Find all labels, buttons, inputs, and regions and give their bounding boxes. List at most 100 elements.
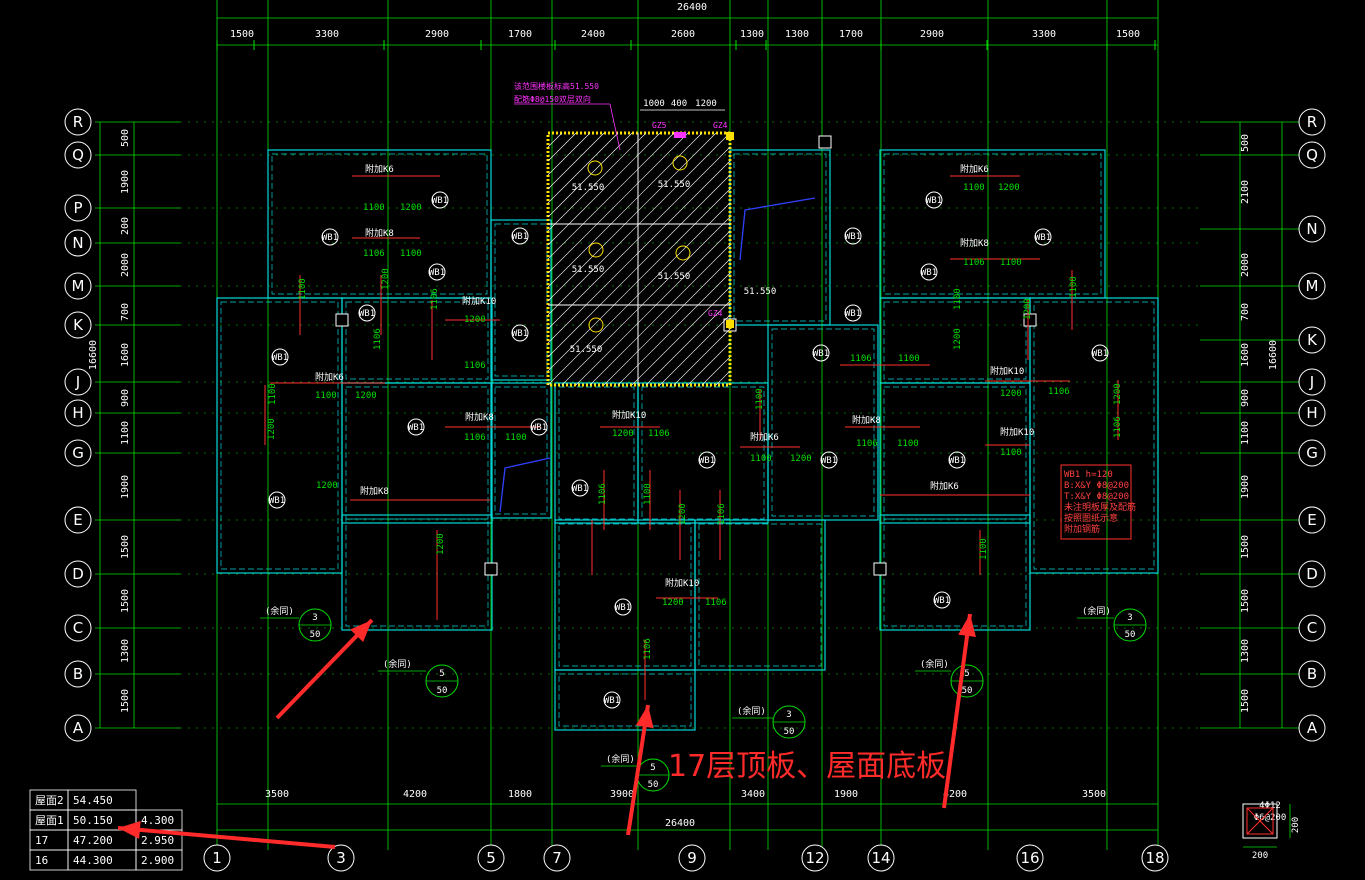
- hatch-line: [589, 244, 731, 386]
- rebar-spec: 附加K8: [960, 237, 989, 249]
- detail-ref-sheet: 50: [437, 686, 448, 696]
- rebar-length: 1200: [400, 203, 422, 213]
- slab-tag: WB1: [512, 232, 528, 242]
- slab-tag: WB1: [531, 423, 547, 433]
- hatch-line: [687, 342, 731, 386]
- rebar-length-vertical: 1200: [953, 328, 963, 350]
- rebar-spec: 附加K8: [365, 227, 394, 239]
- arrow-shaft: [275, 618, 374, 720]
- slab-tag: WB1: [572, 484, 588, 494]
- slab-tag-circle: [812, 344, 830, 362]
- slab-tag: WB1: [269, 496, 285, 506]
- bottom-axis-circle: [867, 844, 895, 872]
- rebar-spec: 附加K6: [960, 163, 989, 175]
- bottom-axis-label: 18: [1145, 849, 1164, 867]
- bottom-dim-value: 4200: [403, 789, 427, 800]
- left-axis-label: K: [73, 316, 84, 334]
- left-dim-value: 1900: [120, 170, 131, 194]
- rebar-length: 1200: [316, 481, 338, 491]
- hatch-zone-marker: [588, 242, 604, 258]
- hatch-line: [547, 174, 731, 358]
- rebar-length-vertical: 1200: [1023, 298, 1033, 320]
- right-axis-circle: [1298, 660, 1326, 688]
- rebar-length-vertical: 1100: [643, 483, 653, 505]
- rebar-length: 1106: [648, 429, 670, 439]
- room-se: [879, 514, 1031, 631]
- detail-ref-sheet: 50: [310, 630, 321, 640]
- left-axis-circle: [64, 108, 92, 136]
- top-note-line1: 该范围楼板标高51.550: [514, 81, 599, 91]
- left-total-dim: 16600: [88, 340, 99, 370]
- hatch-line: [715, 370, 731, 386]
- bottom-dim-value: 1900: [834, 789, 858, 800]
- room-e-mid-inner: [771, 328, 875, 517]
- top-dim-value: 1300: [785, 29, 809, 40]
- slab-tag-circle: [511, 324, 529, 342]
- right-dim-value: 1500: [1240, 535, 1251, 559]
- detail-ref-sheet: 50: [648, 780, 659, 790]
- slab-tag: WB1: [512, 329, 528, 339]
- hatch-zone-marker: [672, 155, 688, 171]
- detail-ref-label: (余同): [265, 605, 294, 617]
- right-dim-value: 2100: [1240, 180, 1251, 204]
- rebar-length-vertical: 1100: [755, 388, 765, 410]
- bottom-axis-label: 3: [336, 849, 346, 867]
- slab-tag-circle: [358, 304, 376, 322]
- rebar-spec: 附加K8: [465, 411, 494, 423]
- top-dim-value: 1500: [1116, 29, 1140, 40]
- hatch-line: [547, 132, 647, 232]
- right-axis-circle: [1298, 506, 1326, 534]
- rebar-spec: 附加K6: [930, 480, 959, 492]
- bottom-axis-label: 9: [687, 849, 697, 867]
- rebar-length-vertical: 1200: [267, 418, 277, 440]
- left-axis-circle: [64, 311, 92, 339]
- top-dim-value: 1700: [839, 29, 863, 40]
- room-e-wing-inner: [1033, 301, 1155, 570]
- room-s-c1: [554, 519, 696, 671]
- right-axis-label: D: [1306, 565, 1318, 583]
- top-dim-value: 3300: [1032, 29, 1056, 40]
- rebar-length-vertical: 1106: [430, 288, 440, 310]
- detail-ref-sheet: 50: [962, 686, 973, 696]
- stair-e: [729, 149, 831, 326]
- bottom-axis-label: 14: [871, 849, 890, 867]
- left-dim-value: 900: [120, 389, 131, 407]
- right-dim-value: 1300: [1240, 639, 1251, 663]
- top-dim-value: 1700: [508, 29, 532, 40]
- hatch-zone-marker: [587, 160, 603, 176]
- col-detail-rebar: 4Φ12: [1259, 801, 1281, 811]
- arrow-head: [635, 705, 654, 729]
- column: [873, 562, 887, 576]
- rebar-length-vertical: 1106: [1113, 416, 1123, 438]
- left-axis-circle: [64, 141, 92, 169]
- room-w-wing: [216, 297, 343, 574]
- slab-tag: WB1: [408, 423, 424, 433]
- slab-note-line: 未注明板厚及配筋: [1064, 501, 1136, 513]
- table-cell: [135, 849, 183, 871]
- bottom-axis-label: 7: [552, 849, 562, 867]
- slab-tag-circle: [530, 418, 548, 436]
- hatch-line: [631, 286, 731, 386]
- rebar-length: 1106: [705, 598, 727, 608]
- left-axis-label: B: [73, 665, 83, 683]
- hatch-line: [547, 132, 689, 274]
- bottom-axis-circle: [203, 844, 231, 872]
- hatch-line: [575, 230, 731, 386]
- right-dim-value: 1100: [1240, 421, 1251, 445]
- rebar-length: 1100: [1000, 258, 1022, 268]
- bottom-axis-circle: [477, 844, 505, 872]
- rebar-spec: 附加K6: [315, 371, 344, 383]
- slab-tag-circle: [1034, 228, 1052, 246]
- right-axis-circle: [1298, 326, 1326, 354]
- room-e3-inner: [883, 386, 1027, 520]
- top-note-line2: 配筋Φ8@150双层双向: [514, 94, 591, 104]
- rebar-length: 1106: [963, 258, 985, 268]
- bottom-dim-value: 3500: [265, 789, 289, 800]
- rebar-length: 1200: [790, 454, 812, 464]
- left-axis-circle: [64, 506, 92, 534]
- rebar-length-vertical: 1200: [436, 533, 446, 555]
- table-cell-text: 屋面2: [35, 794, 64, 807]
